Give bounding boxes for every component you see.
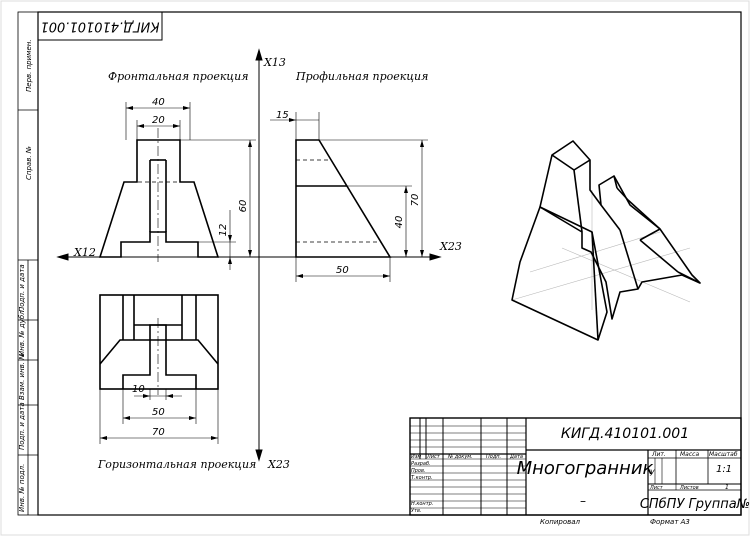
tb-role-approved: Утв.	[411, 508, 422, 514]
title-block-designation: КИГД.410101.001	[561, 426, 689, 442]
profile-view-title: Профильная проекция	[295, 70, 428, 83]
view-titles: Фронтальная проекция Профильная проекция…	[97, 70, 428, 471]
footer-copied: Копировал	[540, 518, 581, 526]
isometric-body	[511, 140, 701, 341]
tb-header-sheet: Лист	[426, 454, 441, 460]
side-label-sign-date-2: Подп. и дата	[18, 402, 26, 450]
dim-top-70: 70	[152, 427, 165, 438]
dim-profile-40: 40	[394, 216, 405, 229]
side-label-orig-inv: Инв. № подл.	[18, 464, 26, 512]
top-view-title: Горизонтальная проекция	[97, 458, 256, 471]
axis-label-x23-bottom: X23	[267, 458, 290, 471]
front-view-dim-values: 40 20 60 12	[152, 97, 249, 236]
axis-labels: X13 X12 X23 X23	[73, 56, 462, 471]
corner-stamp: КИГД.410101.001	[37, 11, 163, 41]
tb-header-doc-no: № докум.	[447, 454, 473, 460]
dim-front-height-60: 60	[238, 200, 249, 213]
front-view	[98, 139, 220, 258]
footer-format: Формат А3	[650, 518, 690, 526]
side-label-replace-inv: Взам. инв. №	[18, 352, 26, 400]
dim-front-width-20: 20	[152, 115, 165, 126]
title-block	[409, 417, 742, 516]
title-block-organization: СПбПУ Группа№	[640, 497, 750, 512]
profile-view-dim-values: 15 70 40 50	[276, 110, 421, 276]
axis-label-x13: X13	[263, 56, 286, 69]
axis-label-x12: X12	[73, 246, 96, 259]
side-label-dup-inv: Инв. № дубл.	[18, 308, 26, 356]
tb-header-change: Изм	[411, 454, 421, 460]
top-view-dim-arrows	[100, 394, 218, 440]
front-view-dim-arrows	[126, 106, 252, 264]
tb-mass-label: Масса	[680, 451, 699, 458]
side-label-sign-date-1: Подп. и дата	[18, 264, 26, 312]
side-stamp	[17, 11, 39, 516]
tb-role-checker: Пров.	[411, 468, 426, 474]
side-label-ref-no: Справ. №	[25, 146, 33, 180]
tb-scale-value: 1:1	[716, 464, 732, 475]
tb-sheets-label: Листов	[679, 485, 699, 491]
profile-view-hidden	[296, 159, 381, 243]
title-block-material: –	[580, 494, 586, 508]
title-block-text: КИГД.410101.001 Многогранник – СПбПУ Гру…	[411, 426, 750, 514]
tb-sheets-value: 1	[725, 484, 729, 491]
dim-front-height-12: 12	[218, 224, 229, 237]
isometric-view	[511, 140, 701, 341]
tb-lit-value: у	[649, 467, 655, 476]
side-stamp-labels: Перв. примен. Справ. № Подп. и дата Инв.…	[18, 39, 33, 512]
tb-header-date: Дата	[509, 454, 523, 460]
dim-profile-15: 15	[276, 110, 289, 121]
tb-role-norm-control: Н.контр.	[411, 501, 433, 507]
corner-stamp-text: КИГД.410101.001	[40, 19, 159, 34]
footer: Копировал Формат А3	[540, 518, 690, 526]
side-label-first-use: Перв. примен.	[25, 39, 33, 92]
dim-front-width-40: 40	[152, 97, 165, 108]
top-view-dim-values: 10 50 70	[132, 384, 165, 438]
tb-lit-label: Лит.	[651, 451, 666, 458]
axis-label-x23-right: X23	[439, 240, 462, 253]
profile-view-dim-arrows	[289, 118, 424, 278]
top-view-dim-lines	[99, 389, 219, 444]
profile-view-dim-lines	[270, 112, 428, 282]
tb-header-sign: Подп.	[486, 454, 501, 460]
tb-sheet-label: Лист	[649, 485, 664, 491]
dim-top-10: 10	[132, 384, 145, 395]
dim-top-50: 50	[152, 407, 165, 418]
tb-scale-label: Масштаб	[709, 451, 738, 458]
dim-profile-50: 50	[336, 265, 349, 276]
tb-role-tech-control: Т.контр.	[411, 475, 433, 481]
front-view-title: Фронтальная проекция	[108, 70, 248, 83]
title-block-part-name: Многогранник	[517, 458, 654, 479]
dim-profile-70: 70	[410, 194, 421, 207]
tb-role-developer: Разраб.	[411, 461, 431, 467]
